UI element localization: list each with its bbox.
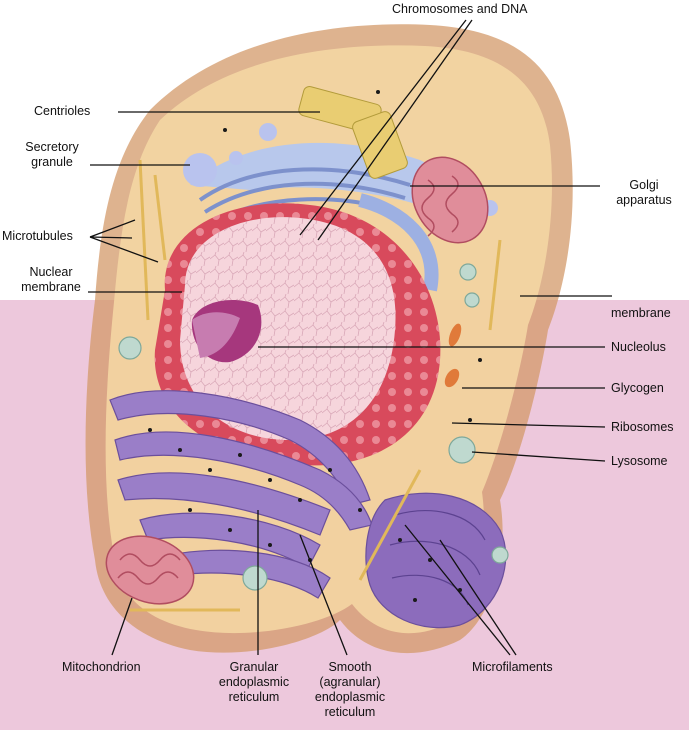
label-microfilaments: Microfilaments [472, 660, 553, 674]
label-nucleolus: Nucleolus [611, 340, 666, 354]
glycogen [444, 323, 462, 388]
label-ribosomes: Ribosomes [611, 420, 674, 434]
label-nuclear-membrane: Nuclear membrane [21, 265, 81, 294]
centrioles [298, 86, 408, 179]
mitochondria [105, 156, 489, 605]
vesicles [118, 263, 509, 591]
label-centrioles: Centrioles [34, 104, 91, 118]
leader-lines [88, 19, 612, 656]
label-mitochondrion: Mitochondrion [62, 660, 141, 674]
label-microtubules: Microtubules [2, 229, 73, 243]
label-golgi-apparatus: Golgi apparatus [616, 178, 672, 207]
label-secretory-granule: Secretory granule [25, 140, 79, 169]
label-cell-membrane: membrane [611, 306, 671, 320]
label-granular-er: Granular endoplasmic reticulum [218, 660, 290, 704]
label-chromosomes: Chromosomes and DNA [392, 2, 528, 16]
label-glycogen: Glycogen [611, 381, 664, 395]
label-smooth-er: Smooth (agranular) endoplasmic reticulum [314, 660, 386, 719]
label-lysosome: Lysosome [611, 454, 668, 468]
microtubules [130, 159, 502, 612]
